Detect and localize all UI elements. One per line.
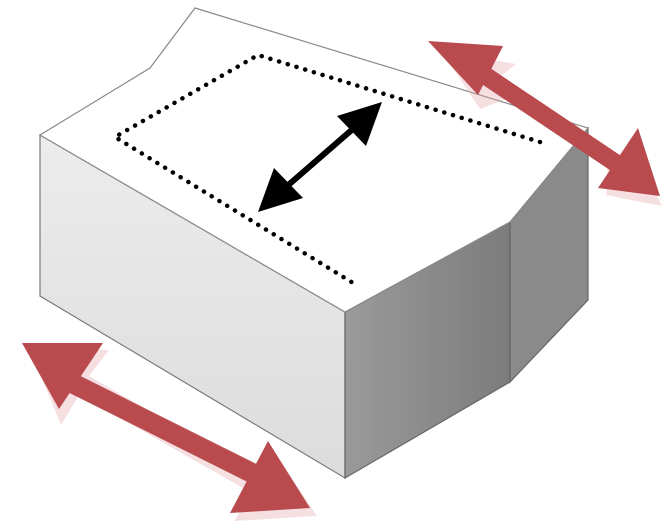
block-diagram xyxy=(0,0,667,532)
diagram-canvas xyxy=(0,0,667,532)
